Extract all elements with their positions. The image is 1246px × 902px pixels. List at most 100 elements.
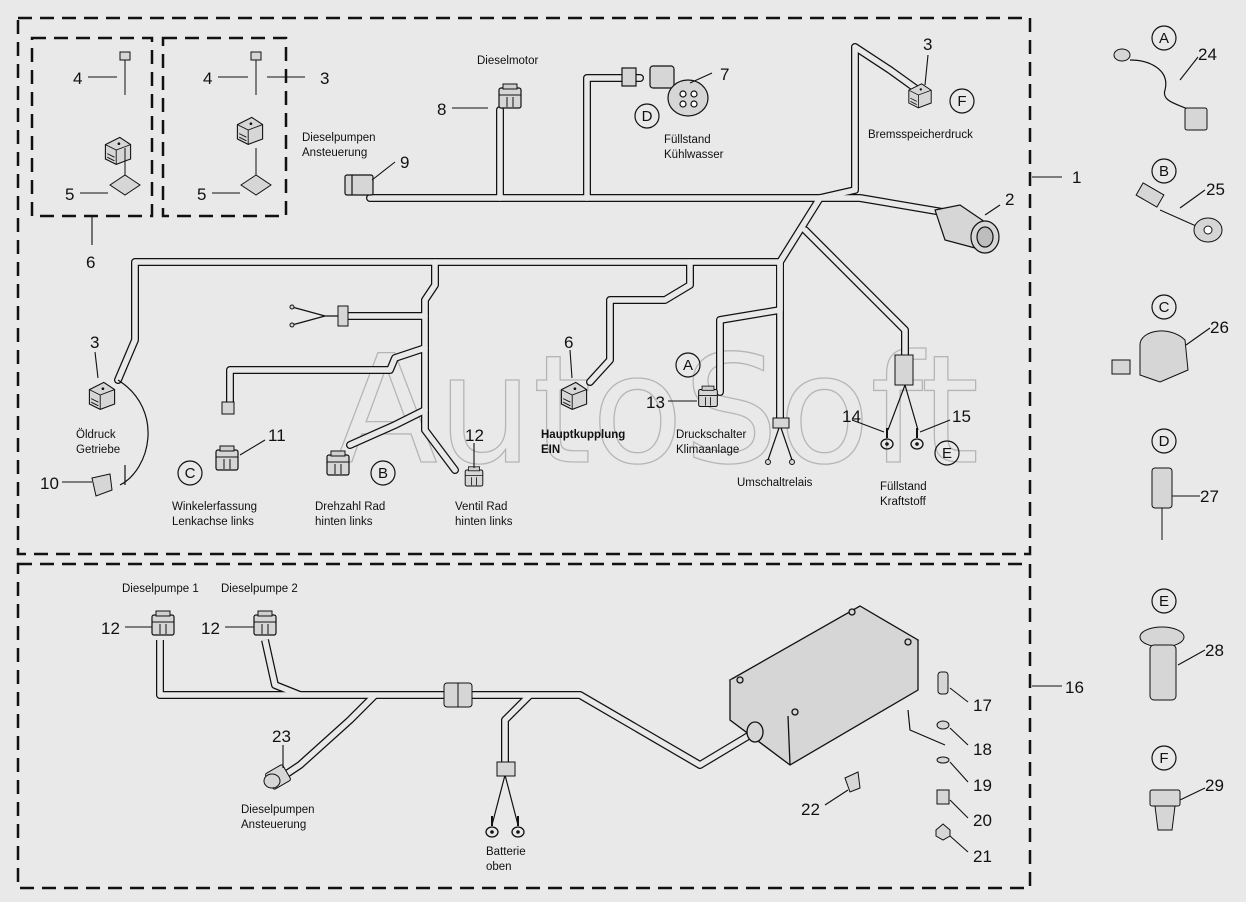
label-dieselpumpe-1: Dieselpumpe 1 <box>122 583 199 595</box>
callout-29: 29 <box>1205 776 1224 795</box>
label-hinten-links: hinten links <box>455 516 513 528</box>
part-27-sensor <box>1151 467 1173 540</box>
part-26-cap <box>1111 330 1189 383</box>
callout-25: 25 <box>1206 180 1225 199</box>
callout-6: 6 <box>86 253 95 272</box>
callout-12: 12 <box>101 619 120 638</box>
callout-12: 12 <box>201 619 220 638</box>
callout-23: 23 <box>272 727 291 746</box>
hardware-parts <box>844 671 951 841</box>
callout-21: 21 <box>973 847 992 866</box>
callout-2: 2 <box>1005 190 1014 209</box>
label-batterie: Batterie <box>486 846 526 858</box>
callout-13: 13 <box>646 393 665 412</box>
callout-1: 1 <box>1072 168 1081 187</box>
bolt-icon <box>109 51 272 196</box>
callout-3: 3 <box>320 69 329 88</box>
part-24-sensor <box>1113 48 1208 131</box>
callout-27: 27 <box>1200 487 1219 506</box>
pump2-connector <box>253 610 277 636</box>
legend-letter-b: B <box>1159 163 1169 180</box>
callout-5: 5 <box>65 185 74 204</box>
pressure-switch-connector <box>698 385 718 408</box>
relay-plug <box>289 304 914 465</box>
main-round-connector <box>934 204 1000 254</box>
pump-control-connector <box>344 174 374 196</box>
label-drehzahl-rad: Drehzahl Rad <box>315 501 385 513</box>
label-kraftstoff: Kraftstoff <box>880 496 927 508</box>
speed-sensor-connector <box>326 450 350 476</box>
callout-14: 14 <box>842 407 861 426</box>
label-fuellstand-kraftstoff: Füllstand <box>880 481 927 493</box>
label-hinten-links: hinten links <box>315 516 373 528</box>
battery-ring-2 <box>511 815 525 838</box>
label-dieselmotor: Dieselmotor <box>477 55 539 67</box>
oil-pressure-sensor <box>91 473 113 497</box>
label-winkelerfassung: Winkelerfassung <box>172 501 257 513</box>
label-oeldruck: Öldruck <box>76 429 116 441</box>
label-druckschalter: Druckschalter <box>676 429 746 441</box>
callout-24: 24 <box>1198 45 1217 64</box>
callout-4: 4 <box>73 69 82 88</box>
label-fuellstand: Füllstand <box>664 134 711 146</box>
callout-9: 9 <box>400 153 409 172</box>
label-klimaanlage: Klimaanlage <box>676 444 739 456</box>
watermark: AutoSoft <box>335 324 979 498</box>
callout-22: 22 <box>801 800 820 819</box>
part-28-filler <box>1139 626 1185 701</box>
callout-5: 5 <box>197 185 206 204</box>
callout-10: 10 <box>40 474 59 493</box>
component-labels: Dieselmotor Dieselpumpen Ansteuerung Fül… <box>76 55 973 873</box>
control-box <box>728 605 920 766</box>
label-umschaltrelais: Umschaltrelais <box>737 477 813 489</box>
pump1-connector <box>151 610 175 636</box>
coolant-sensor <box>621 65 709 117</box>
ref-letter-d: D <box>642 108 653 125</box>
label-dieselpumpen: Dieselpumpen <box>302 132 376 144</box>
battery-ring-1 <box>485 815 499 838</box>
label-oben: oben <box>486 861 512 873</box>
callout-17: 17 <box>973 696 992 715</box>
legend-letter-e: E <box>1159 593 1169 610</box>
label-dieselpumpe-2: Dieselpumpe 2 <box>221 583 298 595</box>
callout-3: 3 <box>90 333 99 352</box>
label-kuehlwasser: Kühlwasser <box>664 149 724 161</box>
callout-3: 3 <box>923 35 932 54</box>
callout-16: 16 <box>1065 678 1084 697</box>
callout-20: 20 <box>973 811 992 830</box>
callout-4: 4 <box>203 69 212 88</box>
label-lenkachse: Lenkachse links <box>172 516 254 528</box>
inline-connector <box>443 682 516 777</box>
valve-wheel-connector <box>464 466 484 487</box>
callout-8: 8 <box>437 100 446 119</box>
label-bremsspeicherdruck: Bremsspeicherdruck <box>868 129 973 141</box>
ref-letter-e: E <box>942 445 952 462</box>
valve-connector-right <box>236 116 264 145</box>
callout-15: 15 <box>952 407 971 426</box>
pump-control-plug <box>263 764 291 790</box>
part-25-sensor <box>1135 182 1223 243</box>
angle-sensor-connector <box>215 445 239 471</box>
label-hauptkupplung: Hauptkupplung <box>541 429 625 441</box>
oil-pressure-connector <box>88 381 116 410</box>
legend-letter-f: F <box>1159 750 1168 767</box>
part-numbers: 1 2 3 3 3 4 4 5 5 6 6 7 8 9 10 11 12 12 … <box>40 35 1229 866</box>
valve-connector-left <box>104 136 132 165</box>
label-ansteuerung: Ansteuerung <box>302 147 367 159</box>
callout-19: 19 <box>973 776 992 795</box>
label-ansteuerung-lower: Ansteuerung <box>241 819 306 831</box>
callout-11: 11 <box>268 426 286 445</box>
ref-letter-c: C <box>185 465 196 482</box>
callout-18: 18 <box>973 740 992 759</box>
legend-letter-a: A <box>1159 30 1169 47</box>
label-ventil-rad: Ventil Rad <box>455 501 507 513</box>
callout-26: 26 <box>1210 318 1229 337</box>
lower-harness-frame <box>16 562 1032 890</box>
callout-12: 12 <box>465 426 484 445</box>
legend-letter-d: D <box>1159 433 1170 450</box>
legend-letter-c: C <box>1159 299 1170 316</box>
label-dieselpumpen-lower: Dieselpumpen <box>241 804 315 816</box>
part-29-sensor <box>1149 789 1181 831</box>
callout-6: 6 <box>564 333 573 352</box>
